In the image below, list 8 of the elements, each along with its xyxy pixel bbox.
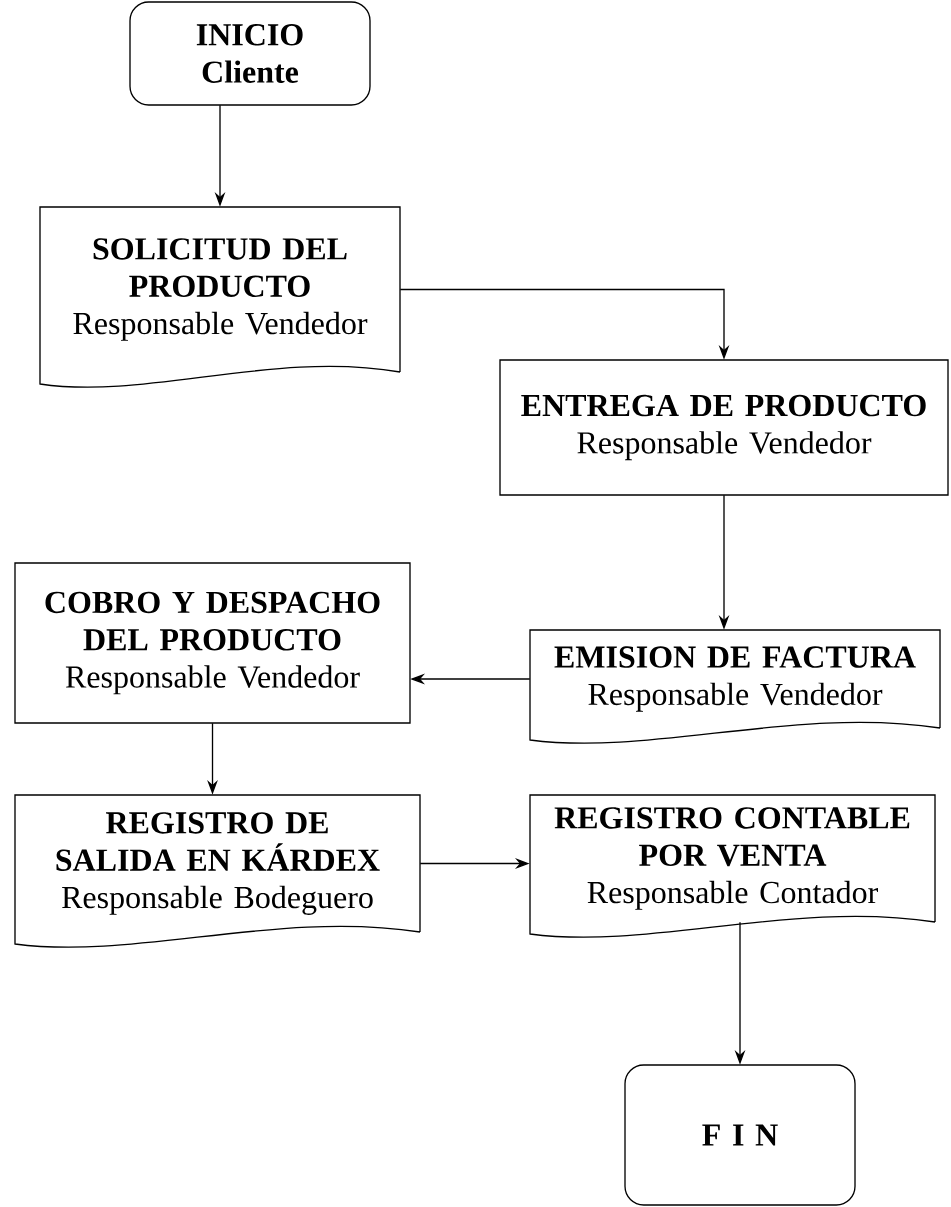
end-terminal: F I N — [624, 1064, 856, 1206]
process-box: ENTREGA DE PRODUCTO Responsable Vendedor — [499, 359, 949, 496]
start-terminal: INICIO Cliente — [129, 1, 371, 106]
document-box: REGISTRO CONTABLE POR VENTA Responsable Contador — [529, 794, 936, 938]
process-box: COBRO Y DESPACHO DEL PRODUCTO Responsable Vendedor — [14, 562, 411, 724]
document-box: EMISION DE FACTURA Responsable Vendedor — [529, 629, 941, 744]
document-box: REGISTRO DE SALIDA EN KÁRDEX Responsable Bodeguero — [14, 794, 421, 948]
document-box: SOLICITUD DEL PRODUCTO Responsable Vendedor — [39, 206, 401, 388]
